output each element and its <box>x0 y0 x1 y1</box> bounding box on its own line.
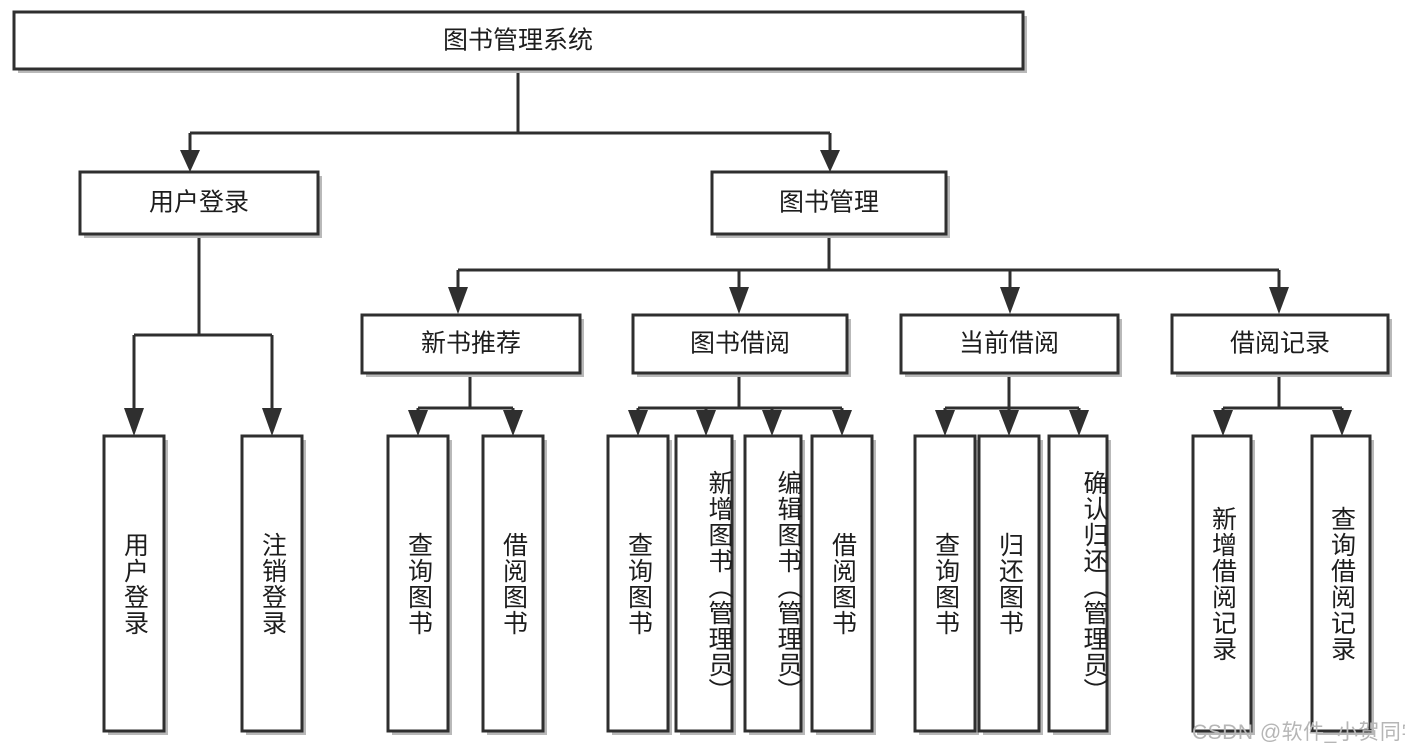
arrow-head-user-login <box>180 150 200 172</box>
leaf-borrow-edit[interactable] <box>743 434 803 733</box>
node-book-borrow-label: 图书借阅 <box>690 330 790 358</box>
leaf-record-query[interactable] <box>1310 434 1372 733</box>
leaf-user-login[interactable] <box>102 434 166 733</box>
connector-layer <box>124 68 1352 436</box>
node-layer: 图书管理系统 用户登录 图书管理 新书推荐 图书借阅 当前借阅 借阅记录 <box>12 10 1392 735</box>
arrow-head-current-borrow <box>1000 287 1020 314</box>
arrow-head-current-leaf-1 <box>935 410 955 436</box>
node-current-borrow-label: 当前借阅 <box>959 330 1059 358</box>
leaf-current-confirm[interactable] <box>1047 434 1109 733</box>
arrow-head-borrow-leaf-1 <box>628 410 648 436</box>
arrow-head-records-leaf-1 <box>1213 410 1233 436</box>
arrow-head-borrow-record <box>1269 287 1289 314</box>
node-new-book-rec[interactable] <box>360 313 582 375</box>
node-root-label: 图书管理系统 <box>443 27 593 55</box>
arrow-head-borrow-leaf-2 <box>696 410 716 436</box>
arrow-head-records-leaf-2 <box>1332 410 1352 436</box>
arrow-head-newbook-leaf-2 <box>503 410 523 436</box>
leaf-current-query[interactable] <box>913 434 977 733</box>
watermark-text: CSDN @软件_小贺同学 <box>1192 721 1405 744</box>
leaf-current-return[interactable] <box>977 434 1041 733</box>
arrow-head-book-mgmt <box>820 150 840 172</box>
leaf-logout[interactable] <box>240 434 304 733</box>
node-book-mgmt-label: 图书管理 <box>779 189 879 217</box>
leaf-borrow-add[interactable] <box>674 434 734 733</box>
node-book-borrow[interactable] <box>631 313 849 375</box>
leaf-record-add[interactable] <box>1191 434 1253 733</box>
arrow-head-leaf-logout <box>262 408 282 436</box>
node-root[interactable] <box>12 10 1025 71</box>
leaf-newbook-query[interactable] <box>386 434 450 733</box>
arrow-head-borrow-leaf-3 <box>762 410 782 436</box>
node-new-book-rec-label: 新书推荐 <box>421 330 521 358</box>
node-book-mgmt[interactable] <box>710 170 948 236</box>
arrow-head-newbook-leaf-1 <box>408 410 428 436</box>
node-borrow-record-label: 借阅记录 <box>1230 330 1330 358</box>
arrow-head-current-leaf-2 <box>999 410 1019 436</box>
leaf-newbook-borrow[interactable] <box>481 434 545 733</box>
leaf-borrow-query[interactable] <box>606 434 670 733</box>
node-user-login[interactable] <box>78 170 320 236</box>
node-borrow-record[interactable] <box>1170 313 1390 375</box>
leaf-borrow-lend[interactable] <box>810 434 874 733</box>
arrow-head-current-leaf-3 <box>1069 410 1089 436</box>
arrow-head-book-borrow <box>729 287 749 314</box>
node-user-login-label: 用户登录 <box>149 189 249 217</box>
arrow-head-borrow-leaf-4 <box>832 410 852 436</box>
arrow-head-leaf-user-login <box>124 408 144 436</box>
node-current-borrow[interactable] <box>899 313 1120 375</box>
arrow-head-new-book-rec <box>448 287 468 314</box>
